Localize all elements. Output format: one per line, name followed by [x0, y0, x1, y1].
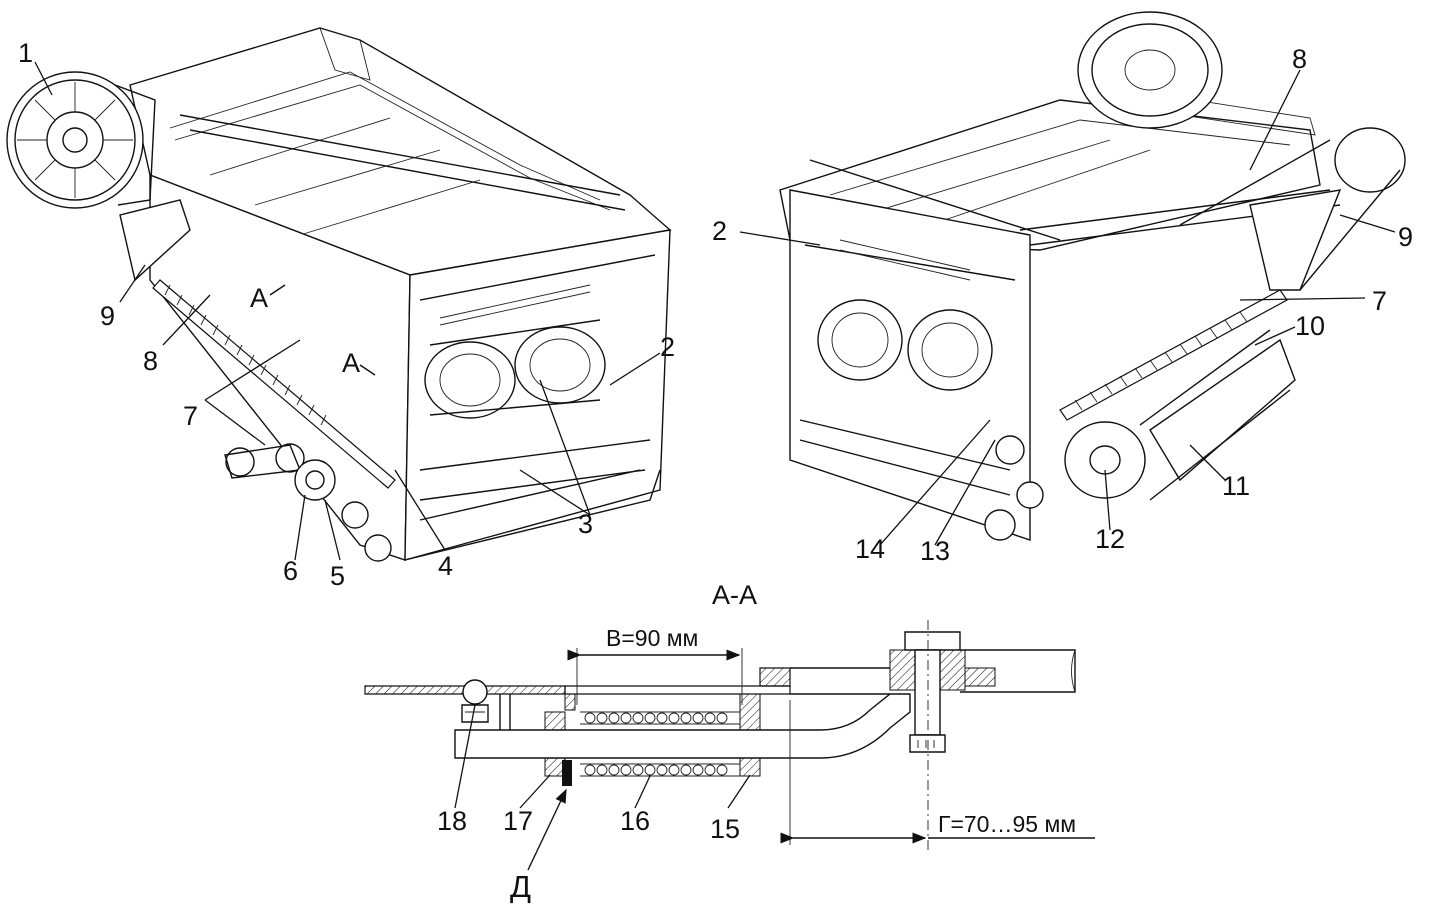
callout-labels: 1 2 3 4 5 6 7 8 9 10 11 12 13 14 15 16 1…	[18, 38, 1413, 844]
view-mark-a-lower: А	[342, 348, 360, 378]
callout-right-8: 8	[1292, 44, 1307, 74]
callout-10: 10	[1295, 311, 1325, 341]
callout-7: 7	[183, 401, 198, 431]
callout-18: 18	[437, 806, 467, 836]
callout-12: 12	[1095, 524, 1125, 554]
leader-lines	[34, 61, 1396, 809]
left-assembly-view	[6, 27, 672, 562]
callout-13: 13	[920, 536, 950, 566]
dimension-b-label: В=90 мм	[606, 625, 698, 651]
callout-3: 3	[578, 509, 593, 539]
callout-8: 8	[143, 346, 158, 376]
callout-2: 2	[660, 332, 675, 362]
right-assembly-view	[779, 11, 1406, 541]
callout-6: 6	[283, 556, 298, 586]
callout-5: 5	[330, 561, 345, 591]
callout-17: 17	[503, 806, 533, 836]
section-spring-lower	[580, 763, 740, 777]
callout-right-2: 2	[712, 216, 727, 246]
section-a-a	[364, 620, 1095, 871]
callout-11: 11	[1222, 471, 1250, 501]
section-title: А-А	[712, 580, 757, 610]
callout-right-9: 9	[1398, 222, 1413, 252]
callout-16: 16	[620, 806, 650, 836]
section-spring-upper	[580, 711, 740, 725]
callout-1: 1	[18, 38, 33, 68]
callout-4: 4	[438, 551, 453, 581]
callout-9: 9	[100, 301, 115, 331]
point-d-label: Д	[510, 869, 531, 904]
dimension-g-label: Г=70…95 мм	[938, 811, 1076, 837]
callout-14: 14	[855, 534, 885, 564]
left-tension-spring	[152, 279, 396, 489]
right-tension-spring	[1059, 289, 1288, 421]
view-mark-a-upper: А	[250, 283, 268, 313]
callout-15: 15	[710, 814, 740, 844]
callout-right-7: 7	[1372, 286, 1387, 316]
